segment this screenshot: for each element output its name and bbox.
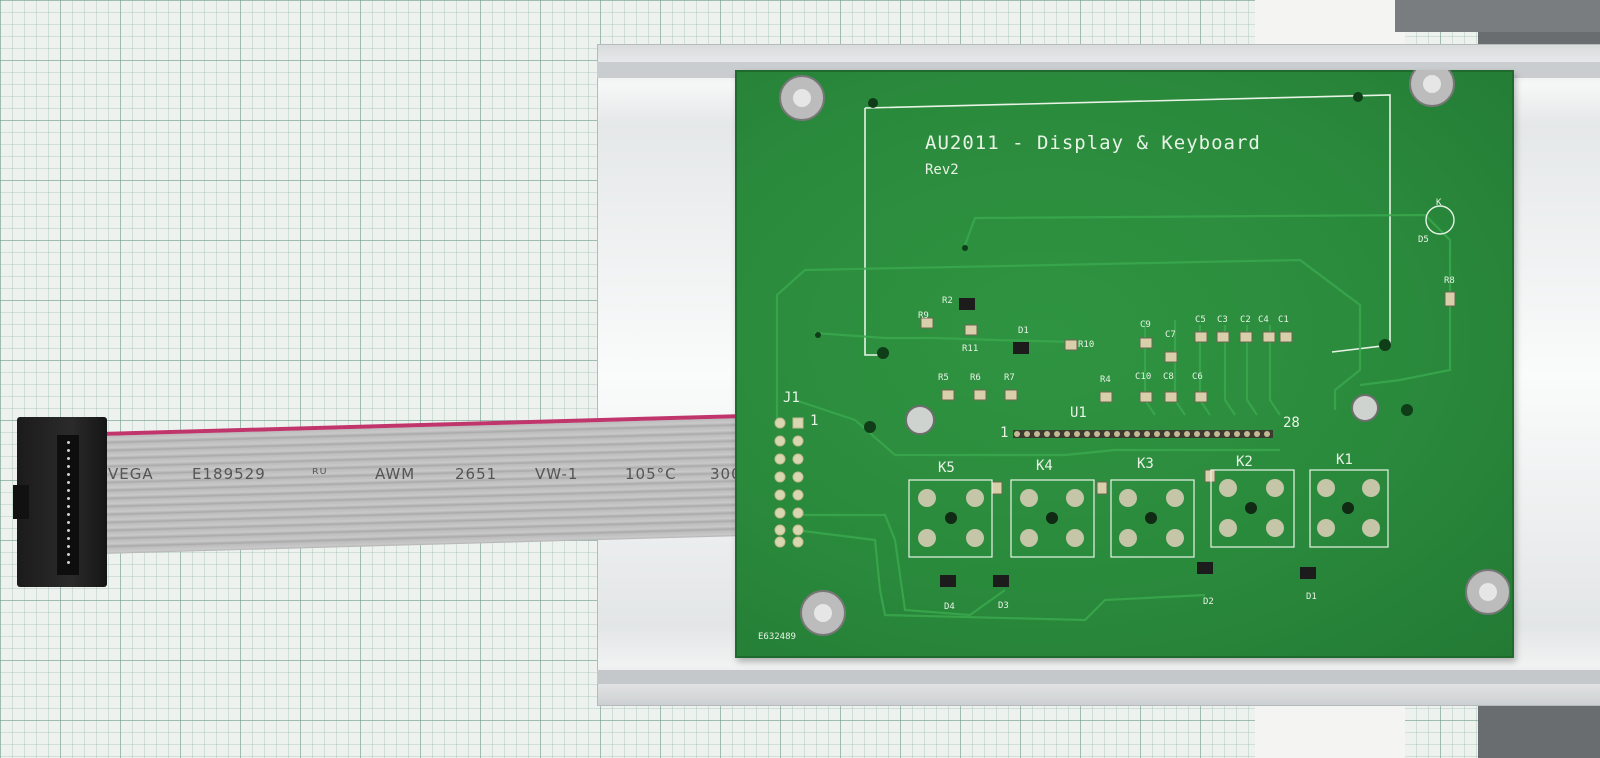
drill-holes <box>815 92 1413 433</box>
key-k3 <box>1110 479 1195 558</box>
ref-d5: D5 <box>1418 235 1429 245</box>
ref-r5: R5 <box>938 373 949 383</box>
ribbon-print-1: VEGA <box>108 465 154 483</box>
key-label-k1: K1 <box>1336 452 1353 468</box>
u1-pin-row <box>1013 430 1273 438</box>
key-k5 <box>908 479 993 558</box>
ref-r7: R7 <box>1004 373 1015 383</box>
ref-r4: R4 <box>1100 375 1111 385</box>
ref-c9: C9 <box>1140 320 1151 330</box>
ref-r10: R10 <box>1078 340 1095 350</box>
ref-d2: D2 <box>1203 597 1214 607</box>
pcb-artwork <box>774 70 1510 636</box>
ref-c8: C8 <box>1163 372 1174 382</box>
led-d5-outline <box>1425 205 1455 235</box>
ribbon-cable <box>100 413 750 554</box>
ref-d1-top: D1 <box>1018 326 1029 336</box>
j1-label: J1 <box>783 390 800 406</box>
ref-r8: R8 <box>1444 276 1455 286</box>
ribbon-print-2: E189529 <box>192 465 266 483</box>
ribbon-print-6: VW-1 <box>535 465 579 483</box>
ref-r2: R2 <box>942 296 953 306</box>
idc-connector <box>13 417 107 587</box>
key-label-k3: K3 <box>1137 456 1154 472</box>
u1-label: U1 <box>1070 405 1087 421</box>
key-footprints <box>908 469 1389 558</box>
ribbon-print-3: ᴿᵁ <box>312 465 328 483</box>
ref-r11: R11 <box>962 344 979 354</box>
ref-c4: C4 <box>1258 315 1269 325</box>
ribbon-print-5: 2651 <box>455 465 498 483</box>
ref-c3: C3 <box>1217 315 1228 325</box>
board-serial: E632489 <box>758 632 796 642</box>
board-revision: Rev2 <box>925 162 959 178</box>
u1-pin1-label: 1 <box>1000 425 1009 441</box>
ref-c2: C2 <box>1240 315 1251 325</box>
copper-traces <box>775 213 1452 622</box>
smd-parts <box>920 291 1456 495</box>
connector-tab <box>13 485 29 519</box>
board-title: AU2011 - Display & Keyboard <box>925 132 1261 154</box>
sot23-transistors <box>940 298 1316 587</box>
j1-header-pads <box>774 417 804 548</box>
key-k4 <box>1010 479 1095 558</box>
key-k1 <box>1309 469 1389 548</box>
ref-k-led: K <box>1436 198 1442 208</box>
j1-pin1-label: 1 <box>810 413 819 429</box>
key-label-k5: K5 <box>938 460 955 476</box>
ref-d3: D3 <box>998 601 1009 611</box>
screws <box>779 70 1510 636</box>
ref-c10: C10 <box>1135 372 1152 382</box>
ref-d4: D4 <box>944 602 955 612</box>
ref-c7: C7 <box>1165 330 1176 340</box>
key-label-k2: K2 <box>1236 454 1253 470</box>
ref-r6: R6 <box>970 373 981 383</box>
u1-pin28-label: 28 <box>1283 415 1300 431</box>
ref-c5: C5 <box>1195 315 1206 325</box>
tabletop-corner <box>1395 0 1600 32</box>
key-label-k4: K4 <box>1036 458 1053 474</box>
ref-c6: C6 <box>1192 372 1203 382</box>
ribbon-print-7: 105°C <box>625 465 677 483</box>
ribbon-print-4: AWM <box>375 465 416 483</box>
ref-d1: D1 <box>1306 592 1317 602</box>
ref-r9: R9 <box>918 311 929 321</box>
rail-lip-bottom <box>597 670 1600 684</box>
ref-c1: C1 <box>1278 315 1289 325</box>
key-k2 <box>1210 469 1295 548</box>
